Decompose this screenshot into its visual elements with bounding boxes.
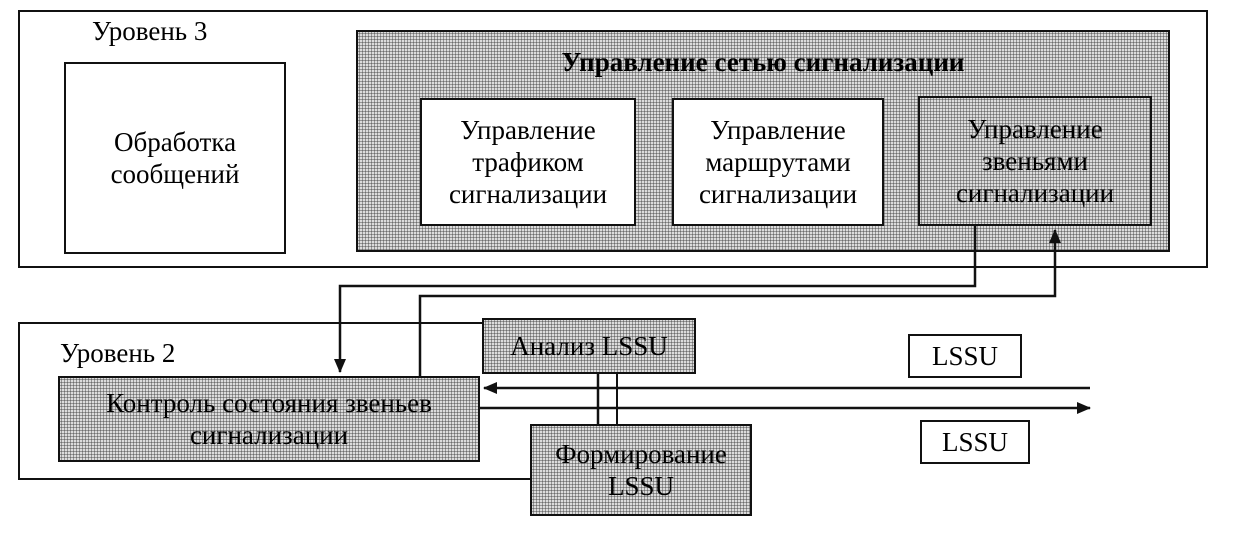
lssu-formation-box: Формирование LSSU — [530, 424, 752, 516]
link-state-control-box: Контроль состояния звеньев сигнализации — [58, 376, 480, 462]
lssu-outgoing-tag: LSSU — [920, 420, 1030, 464]
link-mgmt-to-state-control-arrow — [334, 226, 977, 373]
level3-title: Уровень 3 — [92, 16, 208, 46]
lssu-analysis-box: Анализ LSSU — [482, 318, 696, 374]
state-control-to-link-mgmt-arrow — [418, 229, 1061, 376]
level2-title: Уровень 2 — [60, 338, 176, 368]
traffic-management-box: Управление трафиком сигнализации — [420, 98, 636, 226]
message-processing-box: Обработка сообщений — [64, 62, 286, 254]
route-management-box: Управление маршрутами сигнализации — [672, 98, 884, 226]
link-management-box: Управление звеньями сигнализации — [918, 96, 1152, 226]
lssu-incoming-tag: LSSU — [908, 334, 1022, 378]
network-management-title: Управление сетью сигнализации — [561, 47, 965, 77]
